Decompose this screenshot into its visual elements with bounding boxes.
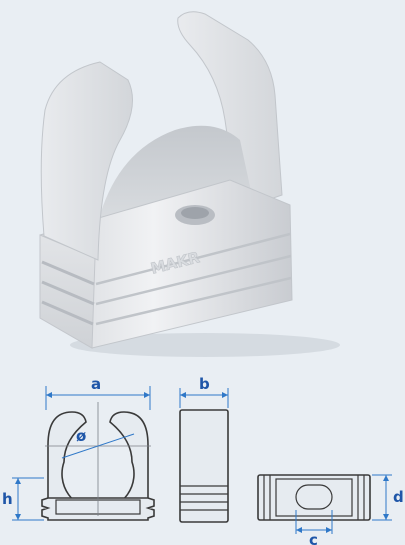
dim-a-label: a [91, 375, 101, 393]
bottom-slot [295, 484, 333, 510]
dim-d-label: d [393, 488, 404, 506]
side-ribs [95, 232, 292, 326]
base-ribs [41, 260, 95, 326]
front-view-drawing: ø a h [2, 375, 155, 521]
diameter-label: ø [76, 427, 86, 445]
dim-b-label: b [199, 375, 210, 393]
dim-c-label: c [309, 531, 318, 545]
left-arm [40, 61, 133, 261]
bottom-view-drawing: d c [257, 474, 404, 545]
side-view-drawing: b [179, 375, 229, 523]
shadow [70, 333, 340, 357]
diameter-line [61, 433, 135, 459]
dim-h-label: h [2, 490, 13, 508]
pipe-clip-photo: MAKR [39, 11, 340, 357]
